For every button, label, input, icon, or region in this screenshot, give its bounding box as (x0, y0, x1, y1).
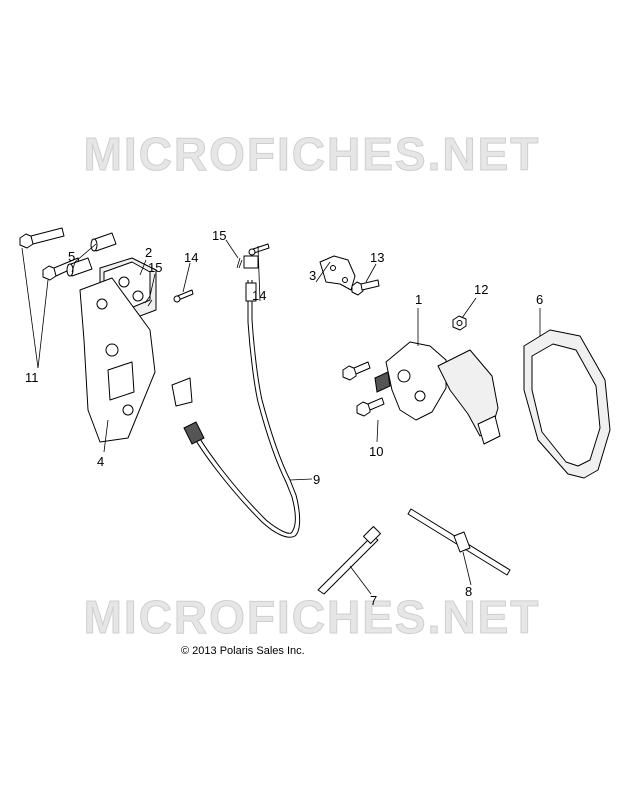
callout-12: 12 (474, 282, 488, 297)
callouts: 1 2 3 4 5 6 7 8 9 10 11 12 13 14 14 15 1… (25, 228, 543, 608)
callout-15-right: 15 (212, 228, 226, 243)
callout-14-left: 14 (184, 250, 198, 265)
part-7-rod (317, 526, 381, 595)
part-14-pin-right (248, 243, 270, 256)
part-10-bolts (342, 361, 391, 417)
part-14-pin-left (173, 289, 194, 303)
part-3-small-bracket (319, 255, 356, 291)
callout-15-left: 15 (148, 260, 162, 275)
part-15-clip-left (144, 295, 153, 307)
callout-7: 7 (370, 593, 377, 608)
callout-5: 5 (68, 249, 75, 264)
part-15-clip-right (236, 257, 243, 269)
part-6-cover (523, 329, 611, 479)
copyright-text: © 2013 Polaris Sales Inc. (181, 645, 305, 657)
callout-8: 8 (465, 584, 472, 599)
callout-3: 3 (309, 268, 316, 283)
callout-10: 10 (369, 444, 383, 459)
callout-11: 11 (25, 370, 39, 385)
callout-4: 4 (97, 454, 104, 469)
leader-lines (21, 239, 541, 595)
callout-9: 9 (313, 472, 320, 487)
part-13-bolt (351, 279, 380, 296)
callout-6: 6 (536, 292, 543, 307)
callout-13: 13 (370, 250, 384, 265)
watermark-top: MICROFICHES.NET (84, 128, 541, 180)
part-4-mounting-plate (79, 277, 156, 443)
callout-14-right: 14 (252, 288, 266, 303)
callout-1: 1 (415, 292, 422, 307)
part-1-brake-actuator (385, 341, 501, 445)
part-9-brake-cable (171, 255, 301, 538)
callout-2: 2 (145, 245, 152, 260)
part-5-spacers (66, 232, 117, 277)
part-8-cable-tie (407, 508, 511, 576)
part-12-nut (452, 315, 467, 331)
watermark-bottom: MICROFICHES.NET (84, 591, 541, 643)
